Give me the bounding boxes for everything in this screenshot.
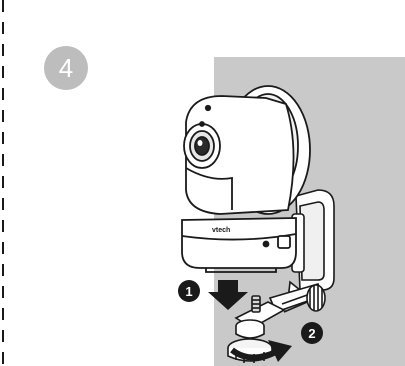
dashed-cut-line <box>2 0 8 366</box>
step-number-badge: 4 <box>44 46 88 90</box>
baby-monitor-camera <box>181 85 311 273</box>
marker-1: 1 <box>178 280 200 302</box>
marker-2-label: 2 <box>308 326 315 341</box>
step-number-text: 4 <box>58 53 74 83</box>
marker-2: 2 <box>301 322 323 344</box>
rotate-arrow-icon <box>230 347 278 361</box>
rotate-arrow-head-icon <box>268 340 292 362</box>
camera-brand-text: vtech <box>212 227 230 234</box>
marker-1-label: 1 <box>185 284 192 299</box>
push-down-arrow-icon <box>208 280 248 310</box>
